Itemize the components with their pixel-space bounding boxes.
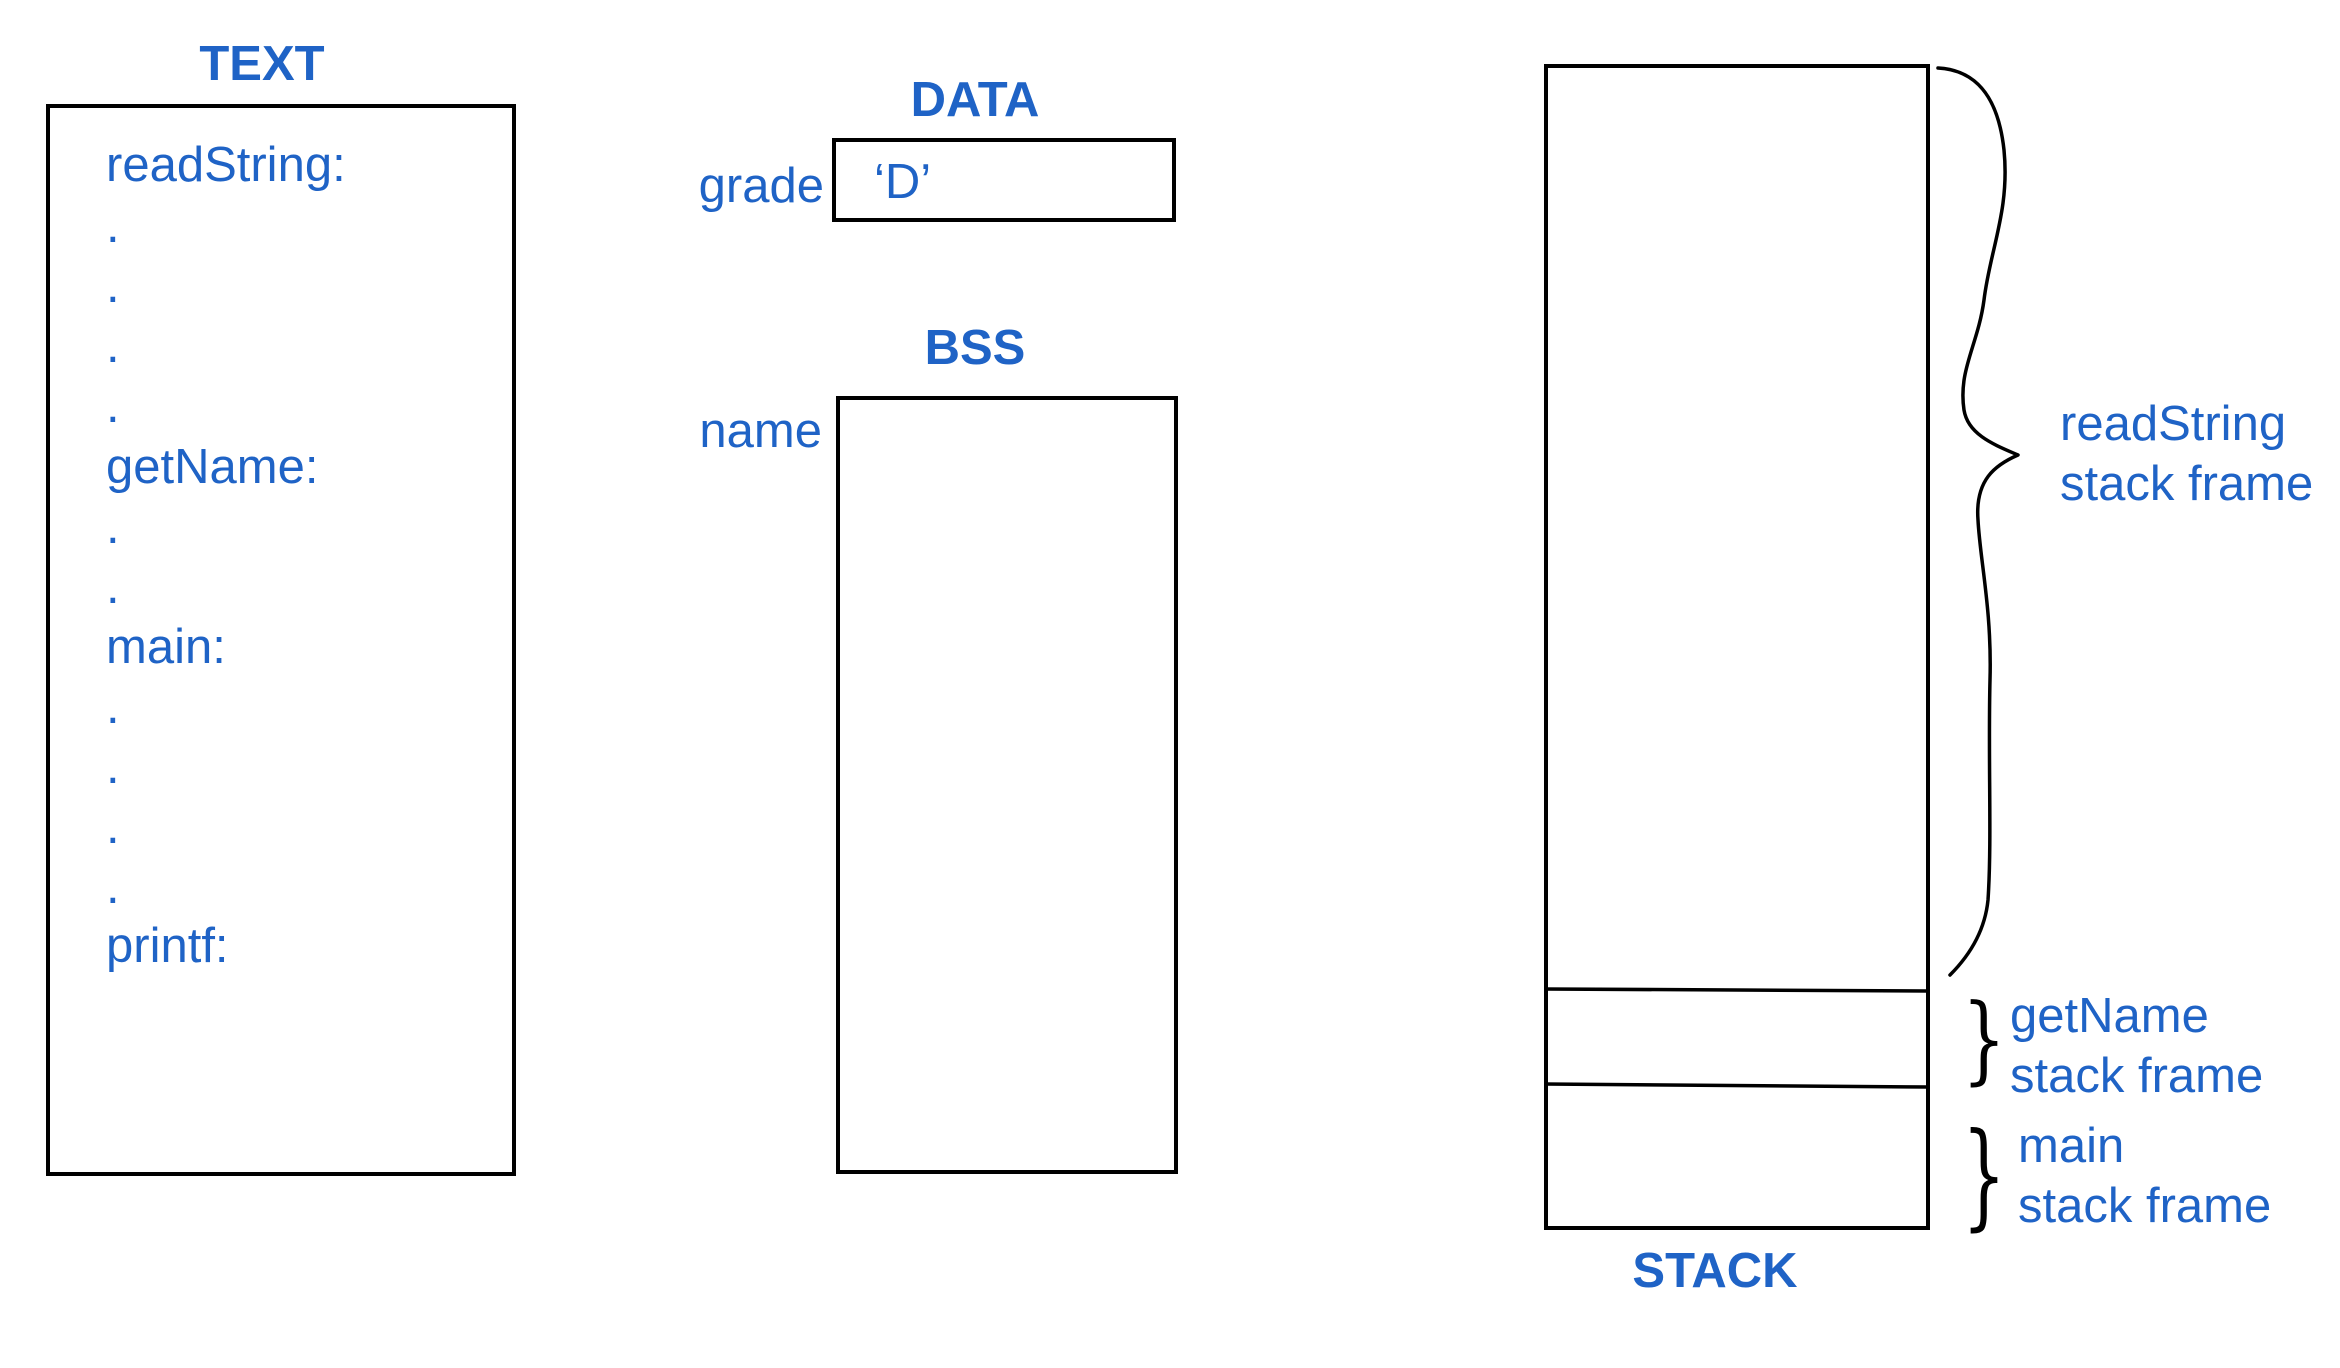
bss-segment: BSS name	[699, 321, 1178, 1174]
text-line: .	[106, 800, 120, 854]
text-line: getName:	[106, 440, 318, 494]
text-segment: TEXT readString: . . . . getName: . . ma…	[46, 37, 516, 1176]
stack-box	[1544, 64, 1930, 1230]
stack-frame-divider	[1543, 987, 1929, 993]
readstring-frame-label: readString	[2060, 397, 2286, 451]
grade-variable-label: grade	[699, 159, 824, 213]
name-variable-box	[836, 396, 1178, 1174]
text-line: printf:	[106, 919, 229, 973]
text-line: .	[106, 680, 120, 734]
text-line: .	[106, 319, 120, 373]
text-line: .	[106, 740, 120, 794]
main-frame-sublabel: stack frame	[2018, 1179, 2271, 1233]
getname-frame-brace: }	[1962, 982, 2006, 1094]
stack-frame-divider	[1543, 1082, 1929, 1089]
text-segment-box	[46, 104, 516, 1176]
stack-segment: STACK readString stack frame } getName s…	[1543, 64, 2313, 1298]
text-line: .	[106, 199, 120, 253]
main-frame-label: main	[2018, 1119, 2124, 1173]
data-segment: DATA grade ‘D’	[699, 73, 1176, 222]
text-line: main:	[106, 620, 226, 674]
text-segment-heading: TEXT	[199, 37, 324, 91]
text-line: .	[106, 860, 120, 914]
name-variable-label: name	[699, 404, 822, 458]
text-line: .	[106, 560, 120, 614]
text-line: .	[106, 379, 120, 433]
getname-frame-label: getName	[2010, 989, 2209, 1043]
bss-segment-heading: BSS	[925, 321, 1026, 375]
readstring-frame-sublabel: stack frame	[2060, 457, 2313, 511]
readstring-frame-brace	[1936, 66, 2020, 977]
text-line: readString:	[106, 138, 346, 192]
text-line: .	[106, 500, 120, 554]
stack-segment-heading: STACK	[1632, 1244, 1797, 1298]
grade-variable-box	[832, 138, 1176, 222]
text-line: .	[106, 259, 120, 313]
main-frame-brace: }	[1962, 1109, 2006, 1242]
data-segment-heading: DATA	[911, 73, 1040, 127]
grade-variable-value: ‘D’	[874, 155, 931, 209]
getname-frame-sublabel: stack frame	[2010, 1049, 2263, 1103]
